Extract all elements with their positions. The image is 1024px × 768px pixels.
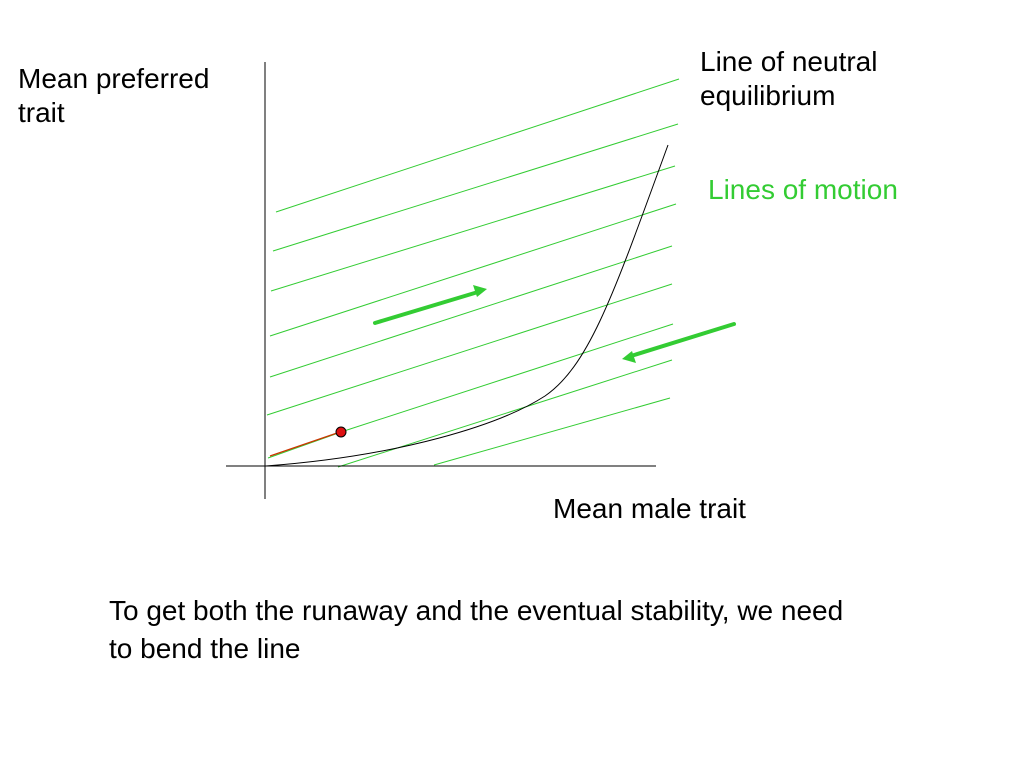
y-axis-label-line1: Mean preferred: [18, 63, 210, 94]
caption: To get both the runaway and the eventual…: [109, 592, 1014, 668]
motion-line: [275, 78, 680, 213]
motion-line: [433, 397, 671, 466]
red-dot-icon: [335, 426, 347, 438]
caption-line1: To get both the runaway and the eventual…: [109, 595, 844, 626]
motion-line: [266, 283, 673, 416]
y-axis-label: Mean preferred trait: [18, 62, 209, 130]
start-segment: [269, 431, 341, 457]
x-axis-label: Mean male trait: [553, 493, 746, 524]
lines-of-motion-label: Lines of motion: [708, 174, 898, 205]
neutral-label-line1: Line of neutral: [700, 46, 878, 77]
motion-line: [269, 245, 673, 378]
arrow-right-up-icon: [373, 285, 487, 325]
motion-line: [270, 165, 676, 292]
motion-line: [343, 323, 674, 432]
neutral-equilibrium-label: Line of neutral equilibrium: [700, 45, 877, 113]
arrow-left-down-icon: [622, 322, 736, 363]
caption-line2: to bend the line: [109, 633, 301, 664]
y-axis-label-line2: trait: [18, 97, 65, 128]
motion-lines: [266, 78, 680, 468]
neutral-label-line2: equilibrium: [700, 80, 836, 111]
motion-line: [269, 203, 677, 337]
equilibrium-curve: [265, 144, 669, 467]
motion-line: [272, 123, 679, 252]
